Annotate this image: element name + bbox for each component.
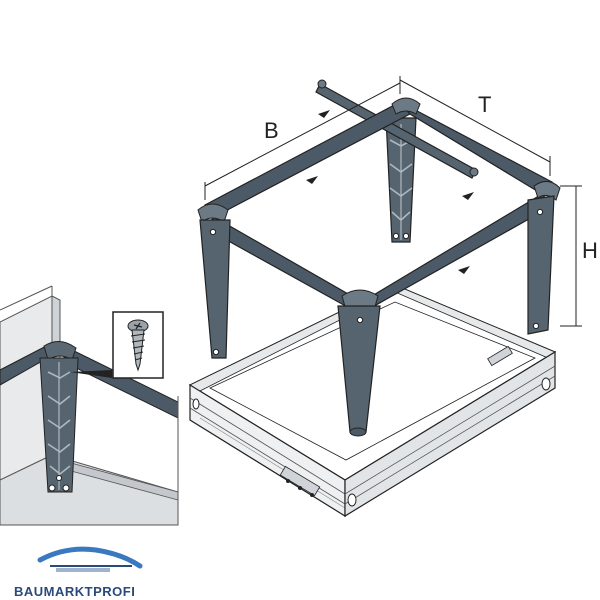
height-label: H [582, 238, 598, 263]
detail-inset [0, 285, 179, 526]
screw-callout [70, 311, 164, 379]
width-label: B [264, 118, 279, 143]
screw-icon [127, 319, 149, 372]
brand-name: BAUMARKTPROFI [14, 584, 135, 599]
depth-label: T [478, 92, 491, 117]
drawer-frame [188, 284, 557, 518]
brand-logo: BAUMARKTPROFI [14, 546, 143, 599]
stand-frame [197, 79, 561, 437]
dimension-lines [204, 76, 582, 327]
